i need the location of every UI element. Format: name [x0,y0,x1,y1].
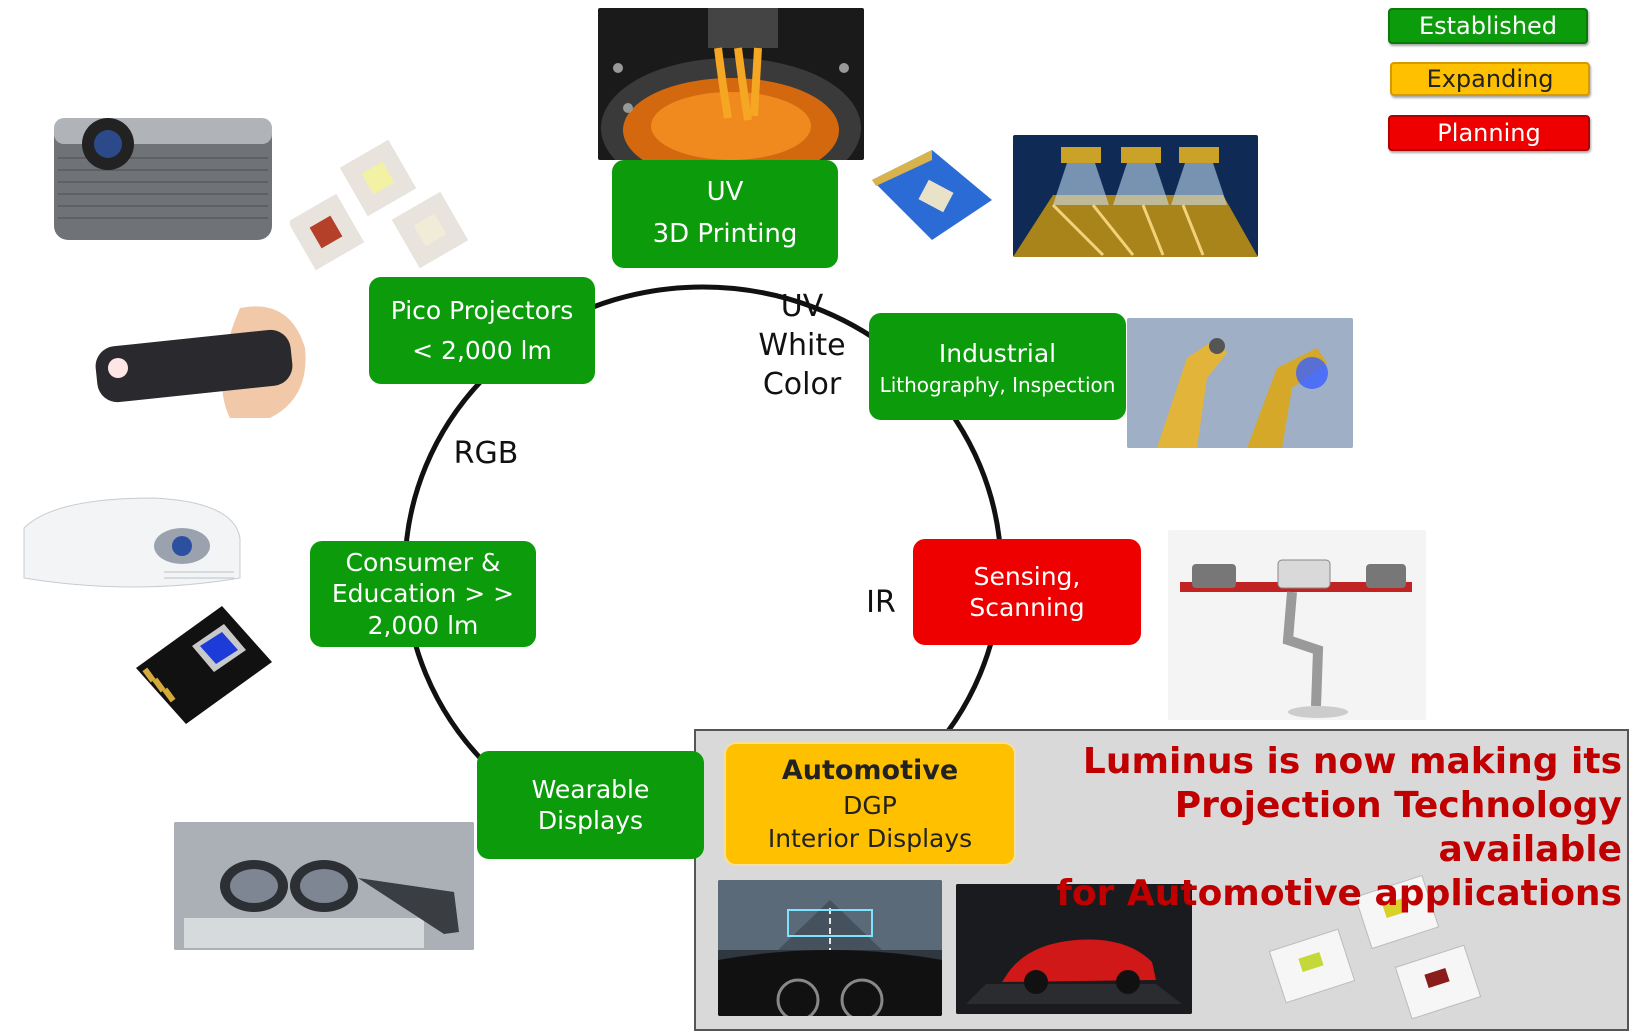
legend-expanding: Expanding [1390,62,1590,96]
uv-3d-printing-node: UV 3D Printing [612,160,838,268]
automotive-announcement: Luminus is now making its Projection Tec… [1000,740,1622,916]
legend-established: Established [1388,8,1588,44]
ar-glasses-photo [174,822,474,950]
ring-label-uv: UV [780,289,824,324]
announcement-line1: Luminus is now making its [1082,741,1622,782]
automotive-led-packages-photo [1262,875,1518,1023]
uv-white-color-label: UV White Color [752,287,852,404]
industrial-line1: Industrial [938,338,1057,368]
automotive-line2: DGP [843,790,897,820]
lithography-photo [1013,135,1258,257]
pico-projectors-node: Pico Projectors < 2,000 lm [369,277,595,384]
ring-label-ir: IR [866,585,896,620]
automotive-line1: Automotive [781,754,959,786]
uv-led-module-photo [862,140,994,248]
wearable-line1: Wearable [531,774,650,804]
legend-expanding-label: Expanding [1426,65,1554,93]
pico-projector-box-photo [52,98,274,246]
legend-established-label: Established [1418,12,1558,40]
announcement-line3: for Automotive applications [1056,872,1622,914]
ring-label-rgb: RGB [453,436,519,471]
car-projection-photo [956,884,1192,1014]
wearable-displays-node: Wearable Displays [477,751,704,859]
consumer-line2: Education > > [331,579,515,609]
consumer-line1: Consumer & [345,548,501,578]
3d-scanner-photo [1168,530,1426,720]
automotive-line3: Interior Displays [767,823,973,853]
legend-planning: Planning [1388,115,1590,151]
rgb-led-packages-photo [290,140,476,280]
pico-line1: Pico Projectors [390,295,574,325]
industrial-robot-photo [1127,318,1353,448]
announcement-line2: Projection Technology available [1174,784,1622,870]
sensing-line1: Sensing, [973,561,1081,591]
consumer-education-node: Consumer & Education > > 2,000 lm [310,541,536,647]
legend-planning-label: Planning [1437,119,1541,147]
handheld-pico-projector-photo [90,288,312,424]
industrial-node: Industrial Lithography, Inspection [869,313,1126,420]
ring-label-white: White [758,328,846,363]
heads-up-display-photo [718,880,942,1016]
automotive-node: Automotive DGP Interior Displays [724,742,1016,866]
sensing-line2: Scanning [969,593,1085,622]
sensing-scanning-node: Sensing, Scanning [913,539,1141,645]
wearable-line2: Displays [537,806,644,835]
consumer-projector-photo [14,488,242,598]
dmd-chip-photo [132,602,274,728]
uv-3d-printing-line1: UV [706,177,744,208]
uv-3d-printing-line2: 3D Printing [652,219,798,249]
consumer-line3: 2,000 lm [367,610,479,640]
ring-label-color: Color [762,367,842,402]
pico-line2: < 2,000 lm [412,335,552,365]
industrial-line2: Lithography, Inspection [879,373,1116,398]
3d-printing-photo [598,8,864,160]
